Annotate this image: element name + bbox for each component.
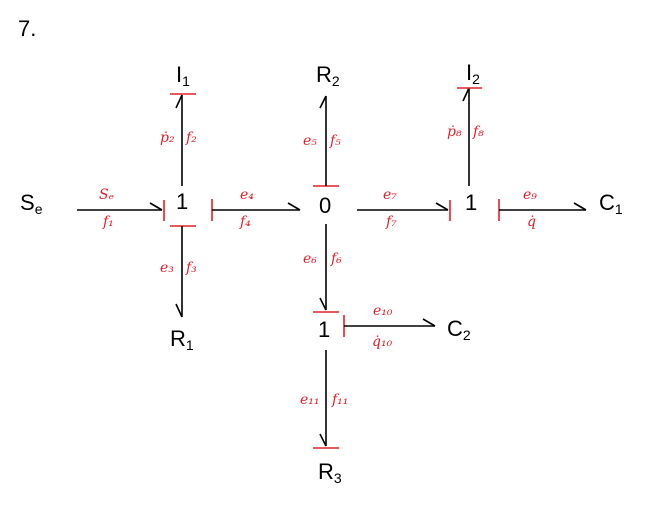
node-r2: R2 (316, 62, 340, 89)
node-r1: R1 (170, 326, 194, 353)
bond-0-bottom: e₆ f₆ (303, 224, 342, 313)
bond-i2-flow: f₈ (472, 124, 484, 140)
bond-se-flow: f₁ (102, 214, 114, 230)
bond-1-0-effort: e₄ (240, 187, 254, 203)
node-r3: R3 (318, 459, 342, 486)
bond-i1: ṗ₂ f₂ (160, 93, 197, 186)
bond-c1: e₉ q̇ (498, 187, 587, 230)
bond-0-1: e₇ f₇ (357, 187, 451, 230)
node-i2: I2 (466, 60, 480, 87)
bond-i1-flow: f₂ (185, 130, 197, 146)
bond-r3: e₁₁ f₁₁ (300, 350, 348, 449)
bond-c2-flow: q̇₁₀ (372, 334, 393, 350)
bond-r2-effort: e₅ (303, 133, 317, 149)
bond-se-effort: Sₑ (99, 187, 114, 203)
junction-1-right: 1 (465, 190, 477, 215)
bond-0-1-flow: f₇ (385, 214, 397, 230)
bond-r1: e₃ f₃ (160, 225, 197, 318)
bond-r2-flow: f₅ (329, 133, 341, 149)
bond-0-bottom-effort: e₆ (303, 251, 317, 267)
bond-0-bottom-flow: f₆ (330, 251, 342, 267)
bond-i2-effort: ṗ₈ (447, 124, 462, 140)
bond-0-1-effort: e₇ (383, 187, 397, 203)
bond-c2: e₁₀ q̇₁₀ (343, 303, 436, 350)
bond-i2: ṗ₈ f₈ (447, 87, 484, 186)
node-c2: C2 (447, 316, 471, 343)
problem-number: 7. (18, 16, 36, 41)
node-i1: I1 (176, 62, 190, 89)
bond-r2: e₅ f₅ (303, 95, 341, 187)
bond-i1-effort: ṗ₂ (160, 130, 175, 146)
bond-c1-flow: q̇ (527, 214, 536, 230)
junction-0: 0 (319, 193, 331, 218)
bond-r3-effort: e₁₁ (300, 392, 320, 408)
bond-1-0-flow: f₄ (239, 214, 251, 230)
bond-se: Sₑ f₁ (77, 187, 165, 230)
junction-1-left: 1 (176, 189, 188, 214)
bond-c1-effort: e₉ (523, 187, 537, 203)
bond-r3-flow: f₁₁ (331, 392, 348, 408)
bond-c2-effort: e₁₀ (373, 303, 393, 319)
bond-r1-flow: f₃ (185, 260, 197, 276)
node-se: Se (20, 190, 43, 217)
junction-1-bottom: 1 (318, 317, 330, 342)
node-c1: C1 (599, 190, 623, 217)
bond-r1-effort: e₃ (160, 260, 174, 276)
bond-1-0: e₄ f₄ (211, 187, 301, 230)
